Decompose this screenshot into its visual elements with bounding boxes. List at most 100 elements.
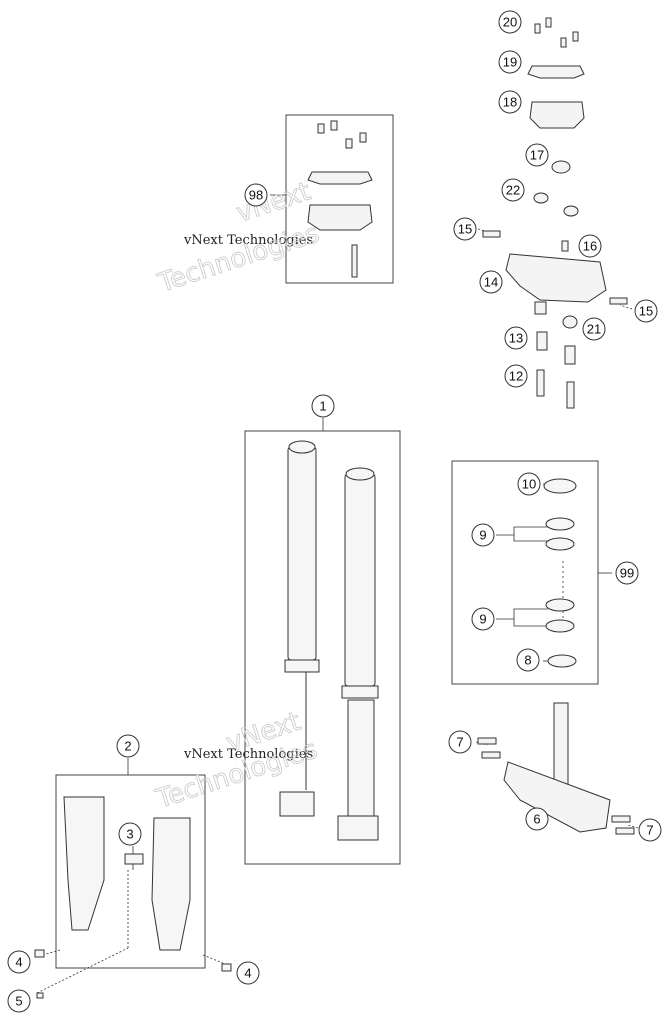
callout-98: 98 <box>244 183 268 207</box>
callout-number: 21 <box>587 322 601 337</box>
callout-17: 17 <box>525 143 549 167</box>
callout-22: 22 <box>501 178 525 202</box>
callout-circle <box>634 299 658 323</box>
callout-number: 15 <box>639 304 653 319</box>
callout-number: 9 <box>479 528 486 543</box>
callout-circle <box>525 143 549 167</box>
fork-cap-left <box>288 440 316 454</box>
lower-triple-clamp <box>477 702 635 835</box>
callout-1: 1 <box>311 394 335 418</box>
fork-guard-right <box>151 817 191 951</box>
callout-circle <box>7 989 31 1013</box>
callout-circle <box>498 10 522 34</box>
callout-circle <box>578 234 602 258</box>
callout-circle <box>116 734 140 758</box>
callout-circle <box>501 178 525 202</box>
callout-number: 6 <box>533 812 540 827</box>
guard-bracket <box>124 853 144 865</box>
callout-number: 14 <box>484 275 498 290</box>
dust-seal <box>543 478 577 494</box>
bearing-race-upper <box>545 537 575 551</box>
steering-stem <box>553 702 569 788</box>
callout-number: 19 <box>503 55 517 70</box>
fork-seal-left <box>284 659 320 673</box>
bolt <box>545 17 552 28</box>
callout-number: 3 <box>126 827 133 842</box>
upper-clamp <box>307 171 373 185</box>
bearing-race-lower <box>545 598 575 612</box>
callout-number: 2 <box>124 739 131 754</box>
handlebar-clamp-lower <box>529 101 585 129</box>
pinch-bolt <box>481 751 501 759</box>
fork-tube-right <box>344 473 376 687</box>
callout-4b: 4 <box>236 961 260 985</box>
callout-12: 12 <box>504 364 528 388</box>
fork-axle-clamp-left <box>279 791 315 817</box>
svg-text:vNext: vNext <box>233 177 315 229</box>
callout-circle <box>504 326 528 350</box>
callout-circle <box>311 394 335 418</box>
callout-number: 13 <box>509 331 523 346</box>
bolt-long <box>351 244 358 278</box>
callout-16: 16 <box>578 234 602 258</box>
group-box-98 <box>285 114 394 284</box>
stud <box>566 381 575 409</box>
leader-lines <box>34 194 639 994</box>
lower-clamp-body <box>503 761 611 833</box>
bolt <box>330 120 338 131</box>
callout-4a: 4 <box>7 950 31 974</box>
fork-tube-left <box>287 446 317 661</box>
callout-15b: 15 <box>634 299 658 323</box>
callout-number: 9 <box>479 612 486 627</box>
handlebar-clamp-upper <box>527 65 585 79</box>
callout-14: 14 <box>479 270 503 294</box>
rubber-buffer <box>562 315 578 329</box>
group-98-parts <box>307 120 373 278</box>
pinch-bolt <box>482 230 501 238</box>
callout-13: 13 <box>504 326 528 350</box>
callout-7b: 7 <box>638 818 662 842</box>
callout-number: 17 <box>530 148 544 163</box>
callout-circle <box>448 730 472 754</box>
svg-text:vNext Technologies: vNext Technologies <box>183 233 313 248</box>
callout-circle <box>517 472 541 496</box>
group-box-1 <box>244 430 401 865</box>
pinch-bolt <box>609 297 628 305</box>
callout-circle <box>7 950 31 974</box>
callout-number: 20 <box>503 15 517 30</box>
screw <box>34 949 45 958</box>
upper-triple-clamp <box>505 253 607 303</box>
callout-number: 5 <box>15 994 22 1009</box>
bolt <box>534 23 541 34</box>
callout-circle <box>498 90 522 114</box>
stud <box>536 369 545 397</box>
callout-number: 7 <box>646 823 653 838</box>
bushing-sleeve <box>564 345 576 365</box>
callout-19: 19 <box>498 50 522 74</box>
fork-seal-right <box>341 685 379 699</box>
seal-ring <box>547 654 577 668</box>
bolt <box>560 37 567 48</box>
callout-number: 1 <box>319 399 326 414</box>
callout-5: 5 <box>7 989 31 1013</box>
callout-2: 2 <box>116 734 140 758</box>
callout-number: 98 <box>249 188 263 203</box>
callout-circle <box>471 523 495 547</box>
callout-3: 3 <box>118 822 142 846</box>
bolt <box>359 132 367 143</box>
callout-number: 12 <box>509 369 523 384</box>
bushing <box>563 205 579 217</box>
screw <box>36 992 44 999</box>
callout-number: 16 <box>583 239 597 254</box>
fork-guard-left <box>63 796 105 931</box>
bolt <box>317 123 325 134</box>
callout-number: 99 <box>620 566 634 581</box>
top-right-parts <box>482 17 628 409</box>
callout-18: 18 <box>498 90 522 114</box>
callout-20: 20 <box>498 10 522 34</box>
svg-text:vNext Technologies: vNext Technologies <box>183 747 313 762</box>
callout-circle <box>244 183 268 207</box>
group-box-99 <box>451 460 599 685</box>
callout-labels: 1234456778991012131415151617181920212298… <box>7 10 662 1013</box>
callout-9a: 9 <box>471 523 495 547</box>
